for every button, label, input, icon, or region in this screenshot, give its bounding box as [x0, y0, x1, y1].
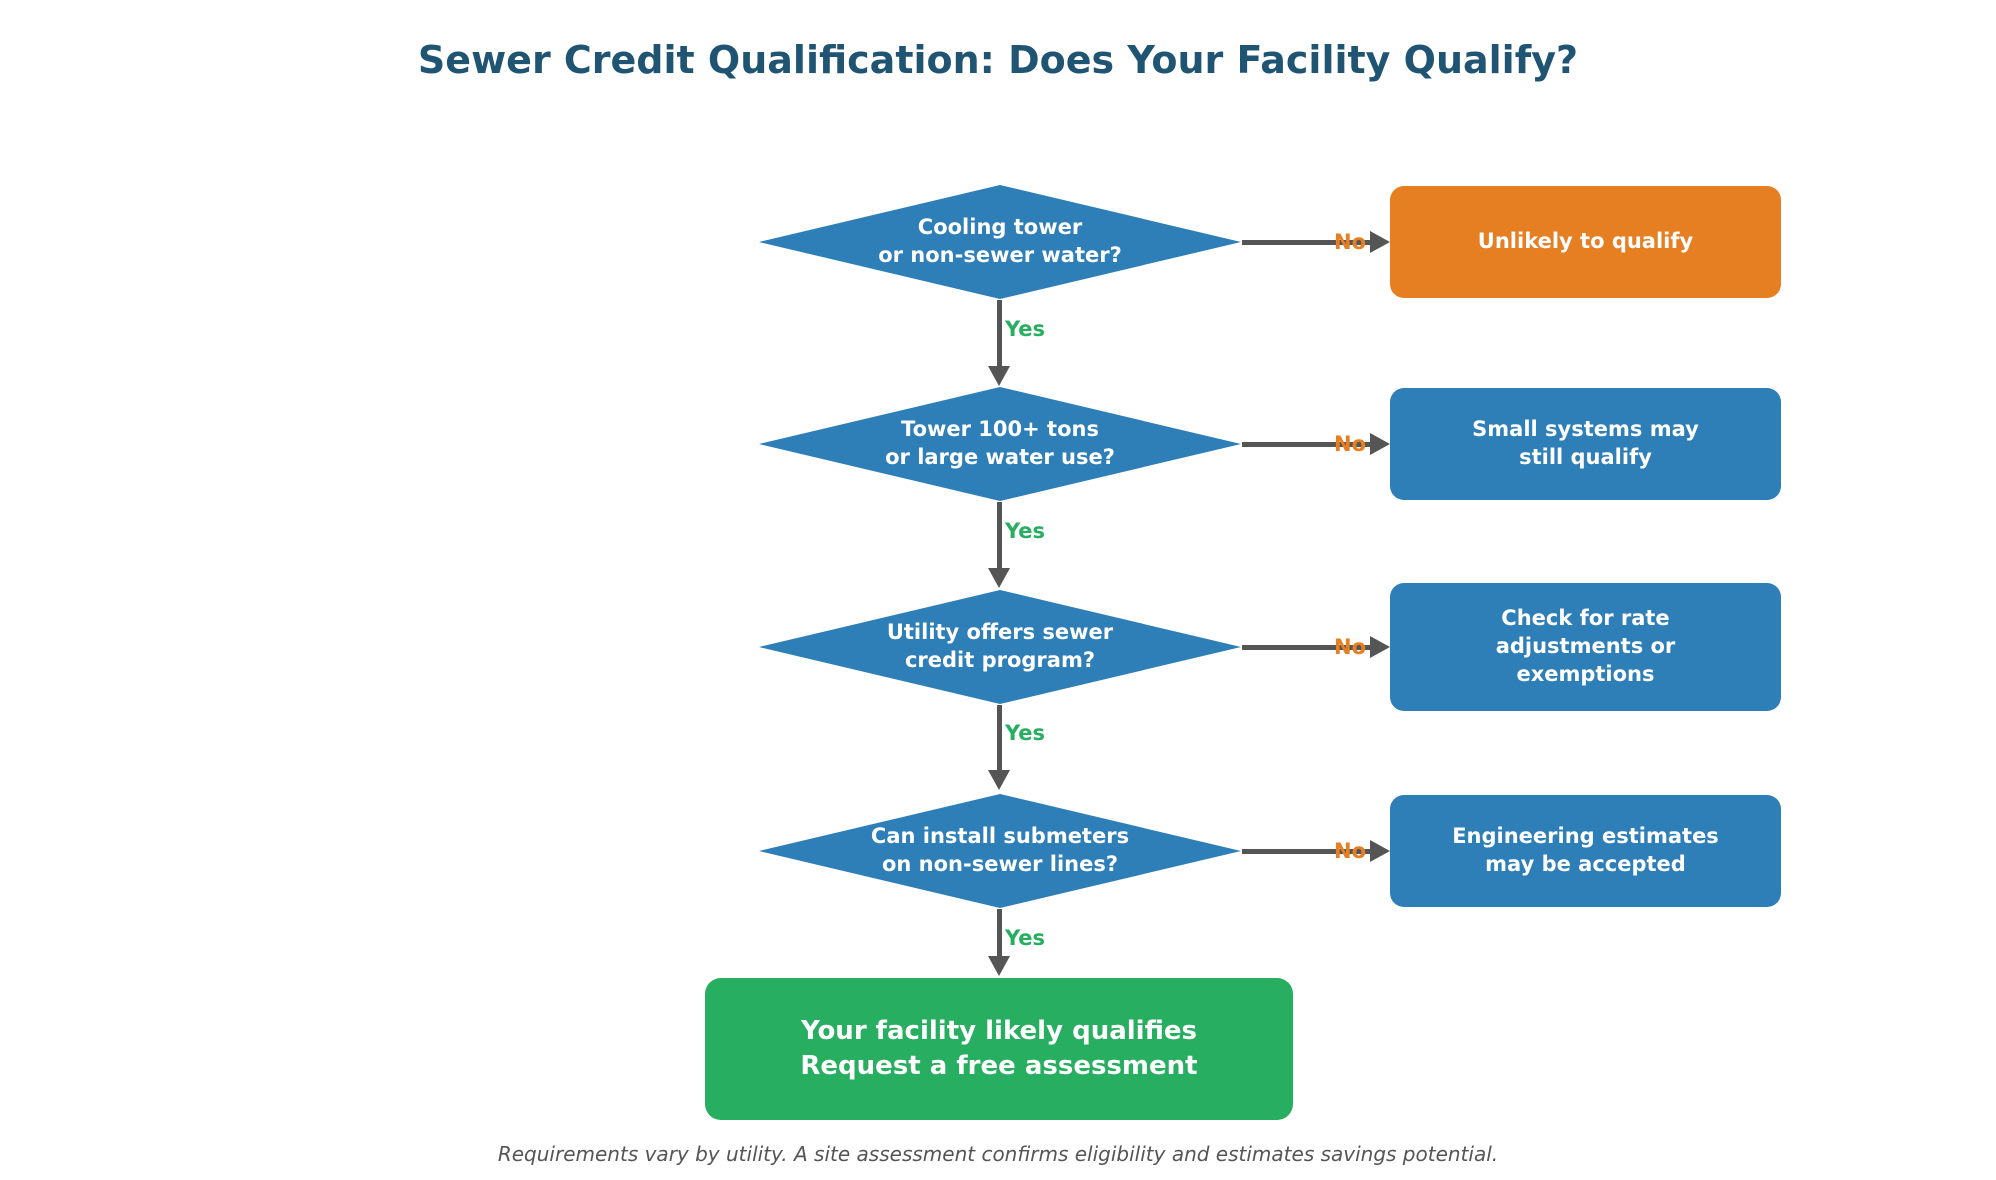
yes-arrowhead-icon	[988, 770, 1010, 790]
decision-node-tower-size: Tower 100+ tons or large water use?	[759, 387, 1241, 501]
no-arrow-line	[1242, 442, 1372, 447]
decision-question: Tower 100+ tons or large water use?	[885, 417, 1115, 469]
decision-node-submeters: Can install submeters on non-sewer lines…	[759, 794, 1241, 908]
footer-note: Requirements vary by utility. A site ass…	[497, 1142, 1499, 1166]
outcome-text: Engineering estimates may be accepted	[1452, 824, 1719, 876]
no-label: No	[1334, 230, 1367, 254]
no-arrowhead-icon	[1370, 433, 1390, 455]
no-arrow-line	[1242, 849, 1372, 854]
no-arrowhead-icon	[1370, 636, 1390, 658]
outcome-box-small-systems: Small systems may still qualify	[1390, 388, 1781, 500]
outcome-box-engineering-estimates: Engineering estimates may be accepted	[1390, 795, 1781, 907]
yes-arrow-line	[997, 502, 1002, 570]
yes-arrow-line	[997, 705, 1002, 772]
page-title: Sewer Credit Qualification: Does Your Fa…	[417, 38, 1579, 82]
outcome-text: Check for rate adjustments or exemptions	[1495, 606, 1676, 686]
no-arrow-line	[1242, 240, 1372, 245]
final-qualify-text: Your facility likely qualifies Request a…	[800, 1015, 1198, 1081]
no-arrowhead-icon	[1370, 840, 1390, 862]
yes-arrow-line	[997, 909, 1002, 958]
yes-arrowhead-icon	[988, 366, 1010, 386]
decision-node-credit-program: Utility offers sewer credit program?	[759, 590, 1241, 704]
yes-label: Yes	[1005, 519, 1046, 543]
decision-question: Utility offers sewer credit program?	[886, 620, 1114, 672]
final-qualify-box: Your facility likely qualifies Request a…	[705, 978, 1293, 1120]
outcome-text: Small systems may still qualify	[1472, 417, 1699, 469]
no-arrowhead-icon	[1370, 231, 1390, 253]
decision-node-cooling-tower: Cooling tower or non-sewer water?	[759, 185, 1241, 299]
outcome-box-rate-adjustments: Check for rate adjustments or exemptions	[1390, 583, 1781, 711]
yes-label: Yes	[1005, 926, 1046, 950]
no-arrow-line	[1242, 645, 1372, 650]
yes-arrow-line	[997, 300, 1002, 368]
yes-arrowhead-icon	[988, 956, 1010, 976]
outcome-box-unlikely: Unlikely to qualify	[1390, 186, 1781, 298]
decision-question: Cooling tower or non-sewer water?	[878, 215, 1122, 267]
no-label: No	[1334, 635, 1367, 659]
outcome-text: Unlikely to qualify	[1477, 229, 1694, 254]
yes-arrowhead-icon	[988, 568, 1010, 588]
decision-question: Can install submeters on non-sewer lines…	[870, 824, 1130, 876]
yes-label: Yes	[1005, 721, 1046, 745]
yes-label: Yes	[1005, 317, 1046, 341]
no-label: No	[1334, 839, 1367, 863]
no-label: No	[1334, 432, 1367, 456]
